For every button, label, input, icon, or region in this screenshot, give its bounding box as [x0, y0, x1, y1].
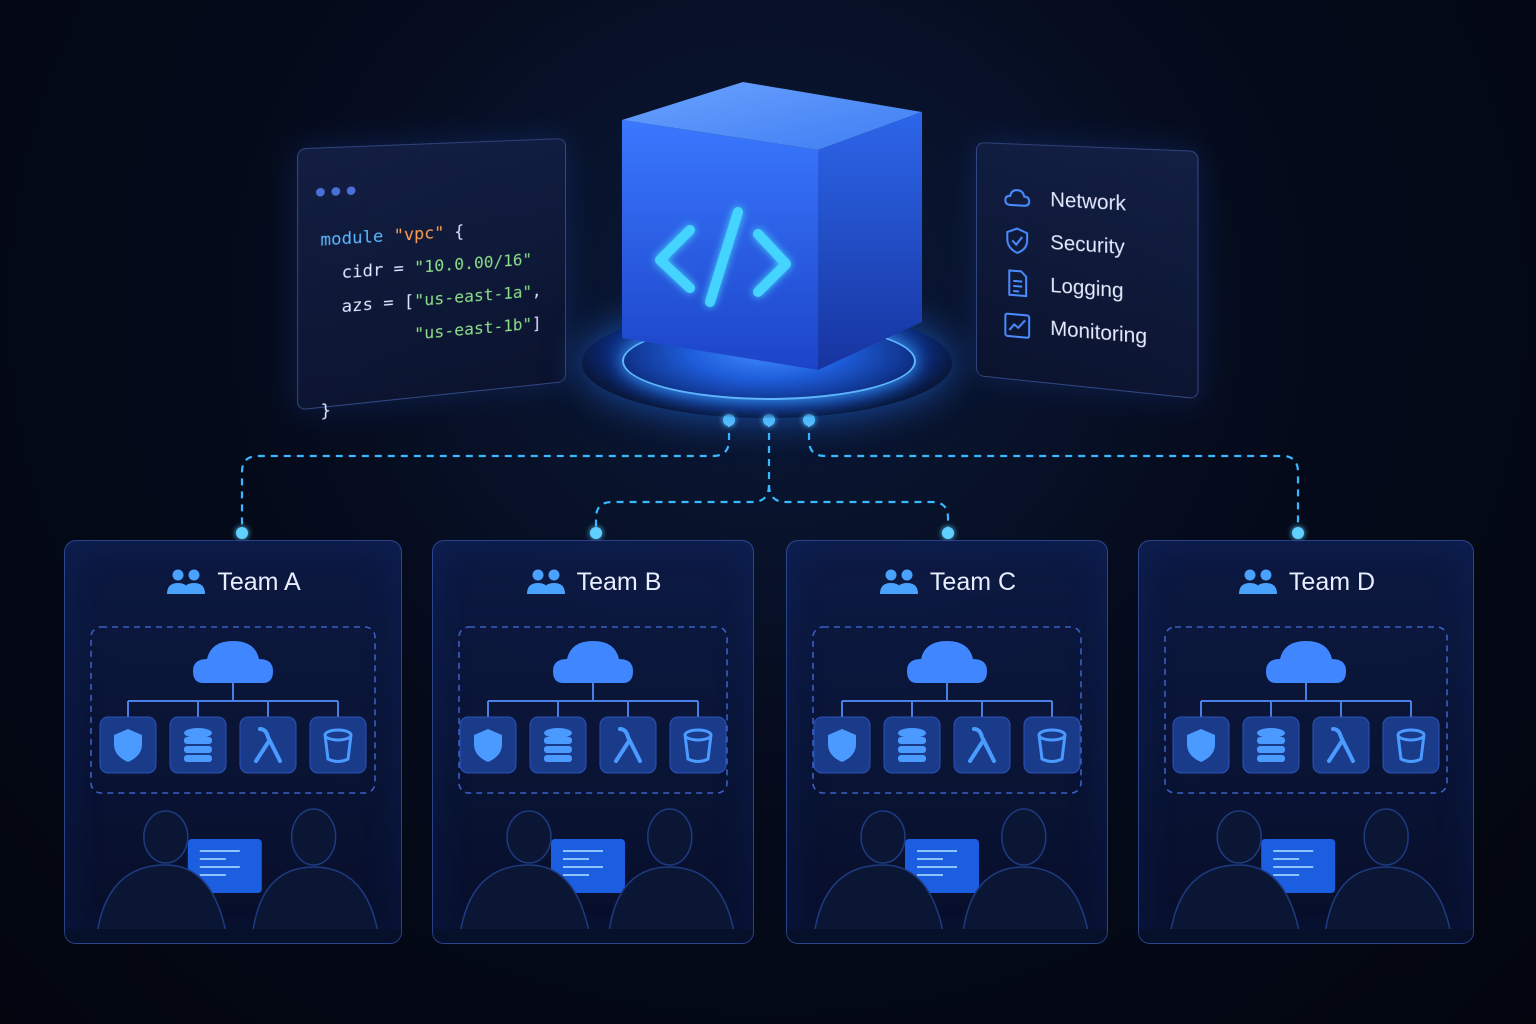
team-header: Team D: [1139, 567, 1473, 597]
connector-node: [942, 527, 954, 539]
feature-item-logging: Logging: [1002, 265, 1123, 309]
desk: [1139, 929, 1473, 943]
team-members-illustration: [65, 803, 401, 943]
team-icon: [1237, 567, 1279, 597]
cube-front-face: [622, 120, 818, 370]
desk: [433, 929, 753, 943]
code-snippet: module "vpc" { cidr = "10.0.00/16" azs =…: [320, 210, 541, 428]
wire-team-d: [809, 420, 1298, 532]
window-dot: [347, 186, 356, 195]
feature-label: Network: [1050, 188, 1126, 216]
code-panel: module "vpc" { cidr = "10.0.00/16" azs =…: [297, 138, 566, 410]
team-icon: [165, 567, 207, 597]
connector-node: [236, 527, 248, 539]
feature-panel: Network Security Logging Monitoring: [976, 142, 1199, 399]
window-dots: [316, 179, 362, 201]
service-tile: [1243, 717, 1299, 773]
service-tile: [1383, 717, 1439, 773]
service-tile: [670, 717, 726, 773]
team-header: Team B: [433, 567, 753, 597]
infrastructure-diagram: [433, 621, 753, 811]
team-name: Team D: [1289, 568, 1375, 597]
feature-label: Security: [1050, 231, 1124, 260]
team-members-illustration: [433, 803, 753, 943]
cube-side-face: [818, 112, 922, 370]
connector-node: [1292, 527, 1304, 539]
service-tile: [530, 717, 586, 773]
feature-item-monitoring: Monitoring: [1002, 307, 1147, 355]
document-icon: [1002, 267, 1032, 300]
person-silhouette: [608, 809, 736, 943]
code-token: ]: [532, 313, 542, 333]
cloud-icon: [553, 641, 633, 683]
cloud-icon: [907, 641, 987, 683]
cloud-icon: [1002, 182, 1032, 214]
chart-icon: [1002, 309, 1032, 342]
desk: [65, 929, 401, 943]
person-silhouette: [252, 809, 380, 943]
service-tile: [170, 717, 226, 773]
team-icon: [878, 567, 920, 597]
code-token: [320, 324, 414, 352]
code-token: module: [320, 225, 393, 250]
code-token: ,: [532, 281, 542, 301]
team-card-c: Team C: [786, 540, 1108, 944]
infrastructure-diagram: [1139, 621, 1473, 811]
team-icon: [525, 567, 567, 597]
team-members-illustration: [787, 803, 1107, 943]
code-token: cidr =: [320, 257, 414, 284]
cloud-icon: [193, 641, 273, 683]
team-name: Team C: [930, 568, 1016, 597]
wire-team-c: [769, 485, 948, 532]
code-token: "us-east-1a": [414, 282, 532, 311]
team-card-a: Team A: [64, 540, 402, 944]
person-silhouette: [962, 809, 1090, 943]
cloud-icon: [1266, 641, 1346, 683]
wire-team-b: [596, 420, 769, 532]
feature-item-security: Security: [1002, 223, 1124, 266]
feature-label: Monitoring: [1050, 317, 1147, 349]
team-members-illustration: [1139, 803, 1473, 943]
feature-item-network: Network: [1002, 180, 1126, 222]
desk: [787, 929, 1107, 943]
team-name: Team B: [577, 568, 662, 597]
code-token: "vpc": [394, 222, 445, 245]
shield-icon: [1002, 225, 1032, 257]
code-token: }: [320, 399, 331, 420]
team-name: Team A: [217, 568, 300, 597]
service-tile: [310, 717, 366, 773]
code-token: "us-east-1b": [414, 314, 532, 344]
wire-team-a: [242, 420, 729, 532]
infrastructure-diagram: [65, 621, 401, 811]
window-dot: [331, 187, 340, 196]
infrastructure-diagram: [787, 621, 1107, 811]
team-header: Team A: [65, 567, 401, 597]
team-card-b: Team B: [432, 540, 754, 944]
service-tile: [1024, 717, 1080, 773]
window-dot: [316, 188, 325, 197]
team-card-d: Team D: [1138, 540, 1474, 944]
code-token: {: [444, 221, 464, 242]
connector-node: [590, 527, 602, 539]
team-header: Team C: [787, 567, 1107, 597]
code-token: "10.0.00/16": [414, 249, 532, 277]
person-silhouette: [1324, 809, 1452, 943]
service-tile: [884, 717, 940, 773]
module-cube: [560, 70, 980, 420]
feature-label: Logging: [1050, 274, 1123, 303]
code-token: azs = [: [320, 291, 414, 319]
